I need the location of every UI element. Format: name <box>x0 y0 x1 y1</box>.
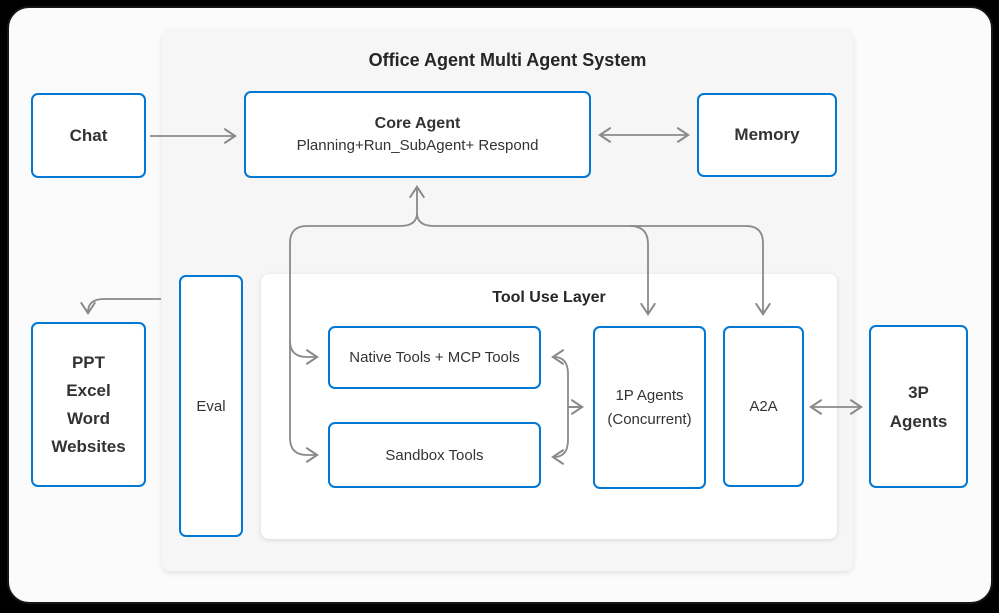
surface-label-websites: Websites <box>51 436 126 456</box>
native-tools-node: Native Tools + MCP Tools <box>328 326 541 389</box>
3p-agents-label-line2: Agents <box>889 411 948 431</box>
surface-label-word: Word <box>66 408 111 428</box>
eval-node: Eval <box>179 275 243 537</box>
memory-node: Memory <box>697 93 837 177</box>
surface-label-excel: Excel <box>66 380 111 400</box>
chat-node: Chat <box>31 93 146 178</box>
1p-agents-node: 1P Agents (Concurrent) <box>593 326 706 489</box>
sandbox-tools-label: Sandbox Tools <box>385 446 484 464</box>
a2a-node: A2A <box>723 326 804 487</box>
chat-label: Chat <box>69 125 108 145</box>
office-surfaces-node: PPT Excel Word Websites <box>31 322 146 487</box>
sandbox-tools-node: Sandbox Tools <box>328 422 541 488</box>
native-tools-label: Native Tools + MCP Tools <box>349 349 520 366</box>
core-agent-node: Core Agent Planning+Run_SubAgent+ Respon… <box>244 91 591 178</box>
a2a-label: A2A <box>749 398 778 415</box>
1p-agents-label-line2: (Concurrent) <box>607 410 692 428</box>
tool-use-layer-title: Tool Use Layer <box>492 289 606 306</box>
3p-agents-label-line1: 3P <box>908 382 929 402</box>
memory-label: Memory <box>734 125 800 144</box>
eval-label: Eval <box>196 397 226 415</box>
surface-label-ppt: PPT <box>71 352 106 372</box>
core-agent-title: Core Agent <box>374 115 461 132</box>
3p-agents-node: 3P Agents <box>869 325 968 488</box>
page-title: Office Agent Multi Agent System <box>368 50 647 70</box>
core-agent-subtitle: Planning+Run_SubAgent+ Respond <box>296 137 539 154</box>
1p-agents-label-line1: 1P Agents <box>615 386 684 404</box>
